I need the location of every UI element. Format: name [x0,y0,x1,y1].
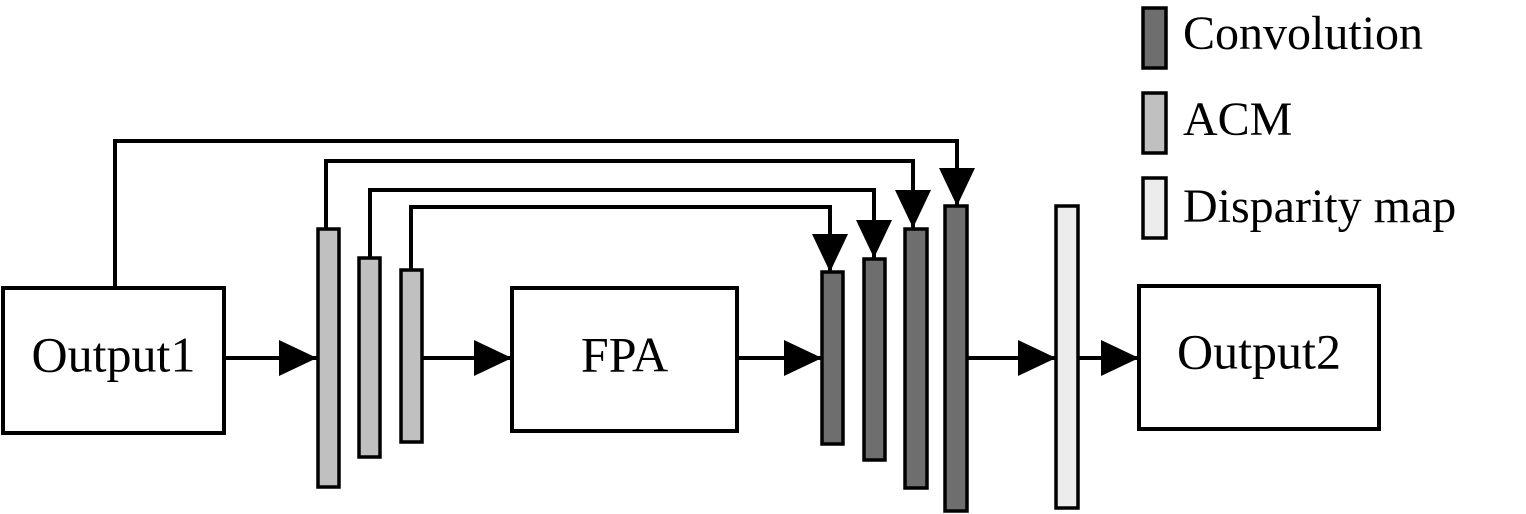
convolution-bar-2 [862,257,887,462]
legend-item-convolution: Convolution [1141,6,1423,70]
convolution-bars [820,204,969,513]
convolution-bar-1 [820,270,845,446]
fpa-label: FPA [581,326,668,382]
output1-block: Output1 [1,286,226,435]
convolution-bar-3 [903,227,929,490]
output1-label: Output1 [32,326,196,382]
acm-bars [316,227,424,489]
skip-connection-acm1 [324,159,931,229]
legend-swatch-disparity-map [1141,176,1168,240]
legend: Convolution ACM Disparity map [1141,6,1456,240]
disparity-map-bar [1054,204,1080,510]
legend-label-disparity-map: Disparity map [1183,180,1456,233]
legend-label-acm: ACM [1183,93,1292,146]
acm-bar-2 [357,256,382,459]
acm-bar-1 [316,227,341,489]
acm-bar-3 [399,268,424,444]
skip-connection-acm3 [409,205,848,272]
fpa-block: FPA [510,286,739,433]
legend-item-acm: ACM [1141,91,1292,155]
convolution-bar-4 [943,204,969,513]
output2-block: Output2 [1137,284,1381,431]
legend-label-convolution: Convolution [1183,7,1423,60]
skip-connection-output1 [113,139,975,288]
legend-swatch-acm [1141,91,1168,155]
output2-label: Output2 [1177,323,1341,379]
legend-swatch-convolution [1141,6,1168,70]
legend-item-disparity-map: Disparity map [1141,176,1456,240]
skip-connection-acm2 [368,188,892,258]
skip-connections [113,139,975,288]
